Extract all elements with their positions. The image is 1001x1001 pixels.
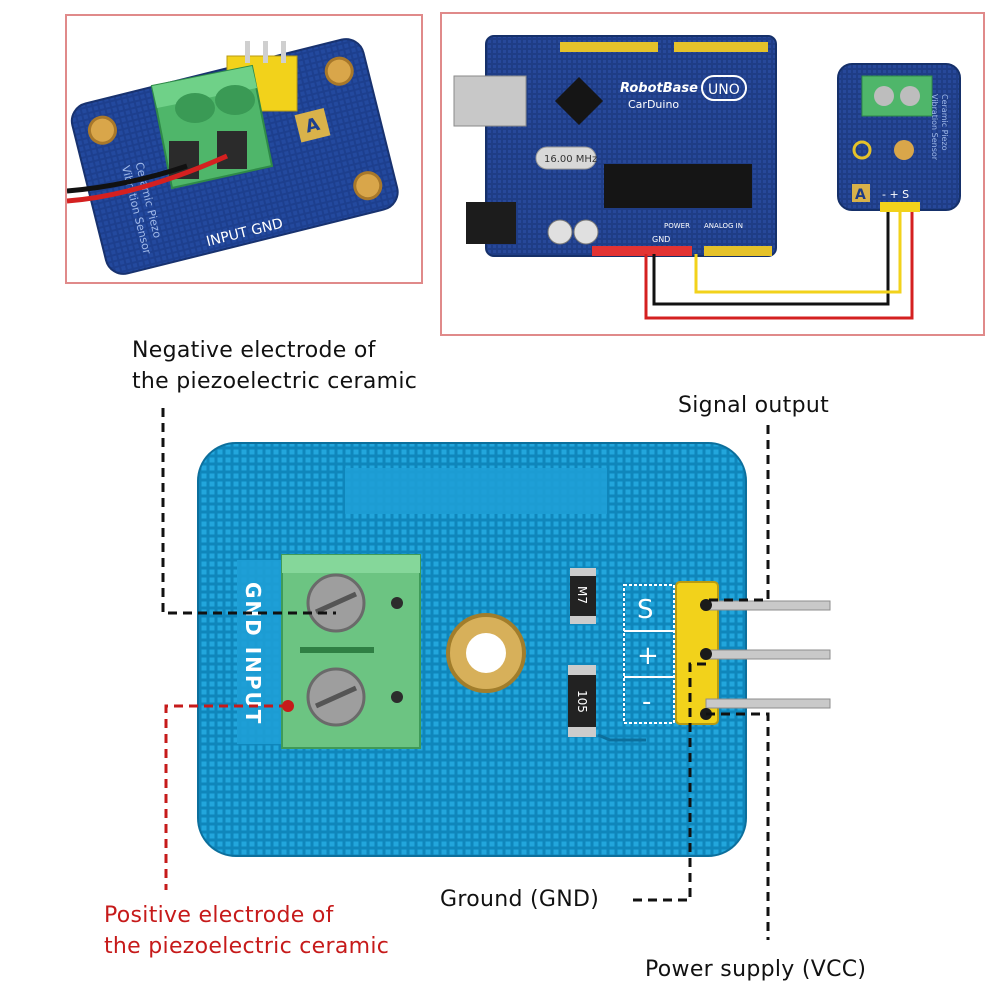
pin-minus-label: - — [642, 687, 651, 717]
power-supply-label: Power supply (VCC) — [645, 957, 867, 982]
silkscreen-area — [345, 468, 607, 514]
gnd-leader-line — [628, 662, 706, 902]
arduino-crystal-label: 16.00 MHz — [544, 154, 597, 165]
sensor-pins: - + S — [882, 188, 909, 201]
resistor: 105 — [568, 665, 596, 737]
arduino-uno-badge: UNO — [708, 82, 740, 98]
ground-label: Ground (GND) — [440, 887, 600, 912]
arduino-gnd-label: GND — [652, 235, 670, 244]
arduino-wiring-illustration: 16.00 MHz RobotBase CarDuino UNO GND POW… — [453, 35, 961, 320]
screw-terminal — [281, 554, 421, 749]
positive-label-line1: Positive electrode of — [104, 903, 334, 928]
negative-label-line2: the piezoelectric ceramic — [132, 369, 418, 394]
positive-electrode-dot — [282, 700, 294, 712]
sensor-badge: A — [855, 187, 866, 203]
pin-s-label: S — [637, 595, 654, 625]
positive-electrode-label: Positive electrode of the piezoelectric … — [104, 900, 389, 962]
signal-leader-line — [706, 425, 770, 602]
positive-leader-line — [164, 704, 288, 890]
signal-output-label: Signal output — [678, 393, 830, 418]
arduino-wiring-photo: 16.00 MHz RobotBase CarDuino UNO GND POW… — [440, 12, 985, 336]
arduino-model: CarDuino — [628, 98, 679, 111]
terminal-label: GND INPUT — [241, 582, 265, 725]
negative-electrode-label: Negative electrode of the piezoelectric … — [132, 335, 417, 397]
pin-header — [675, 581, 831, 725]
closeup-badge: A — [303, 114, 322, 138]
negative-leader-line — [161, 408, 336, 615]
diode: M7 — [570, 568, 596, 624]
pin-label-box: S + - — [623, 584, 675, 724]
pin-plus-label: + — [637, 641, 659, 671]
diode-code: M7 — [575, 586, 589, 604]
sensor-closeup-illustration: Ceramic Piezo Vibration Sensor INPUT GND… — [67, 38, 399, 275]
negative-label-line1: Negative electrode of — [132, 338, 376, 363]
vcc-leader-line — [706, 712, 770, 940]
arduino-power-label: POWER — [664, 222, 690, 230]
arduino-brand: RobotBase — [620, 81, 698, 96]
resistor-code: 105 — [575, 690, 589, 713]
sensor-closeup-photo: Ceramic Piezo Vibration Sensor INPUT GND… — [65, 14, 423, 284]
sensor-text-1: Ceramic Piezo — [940, 94, 949, 151]
positive-label-line2: the piezoelectric ceramic — [104, 934, 390, 959]
arduino-analog-label: ANALOG IN — [704, 222, 743, 230]
sensor-text-2: Vibration Sensor — [930, 94, 939, 161]
